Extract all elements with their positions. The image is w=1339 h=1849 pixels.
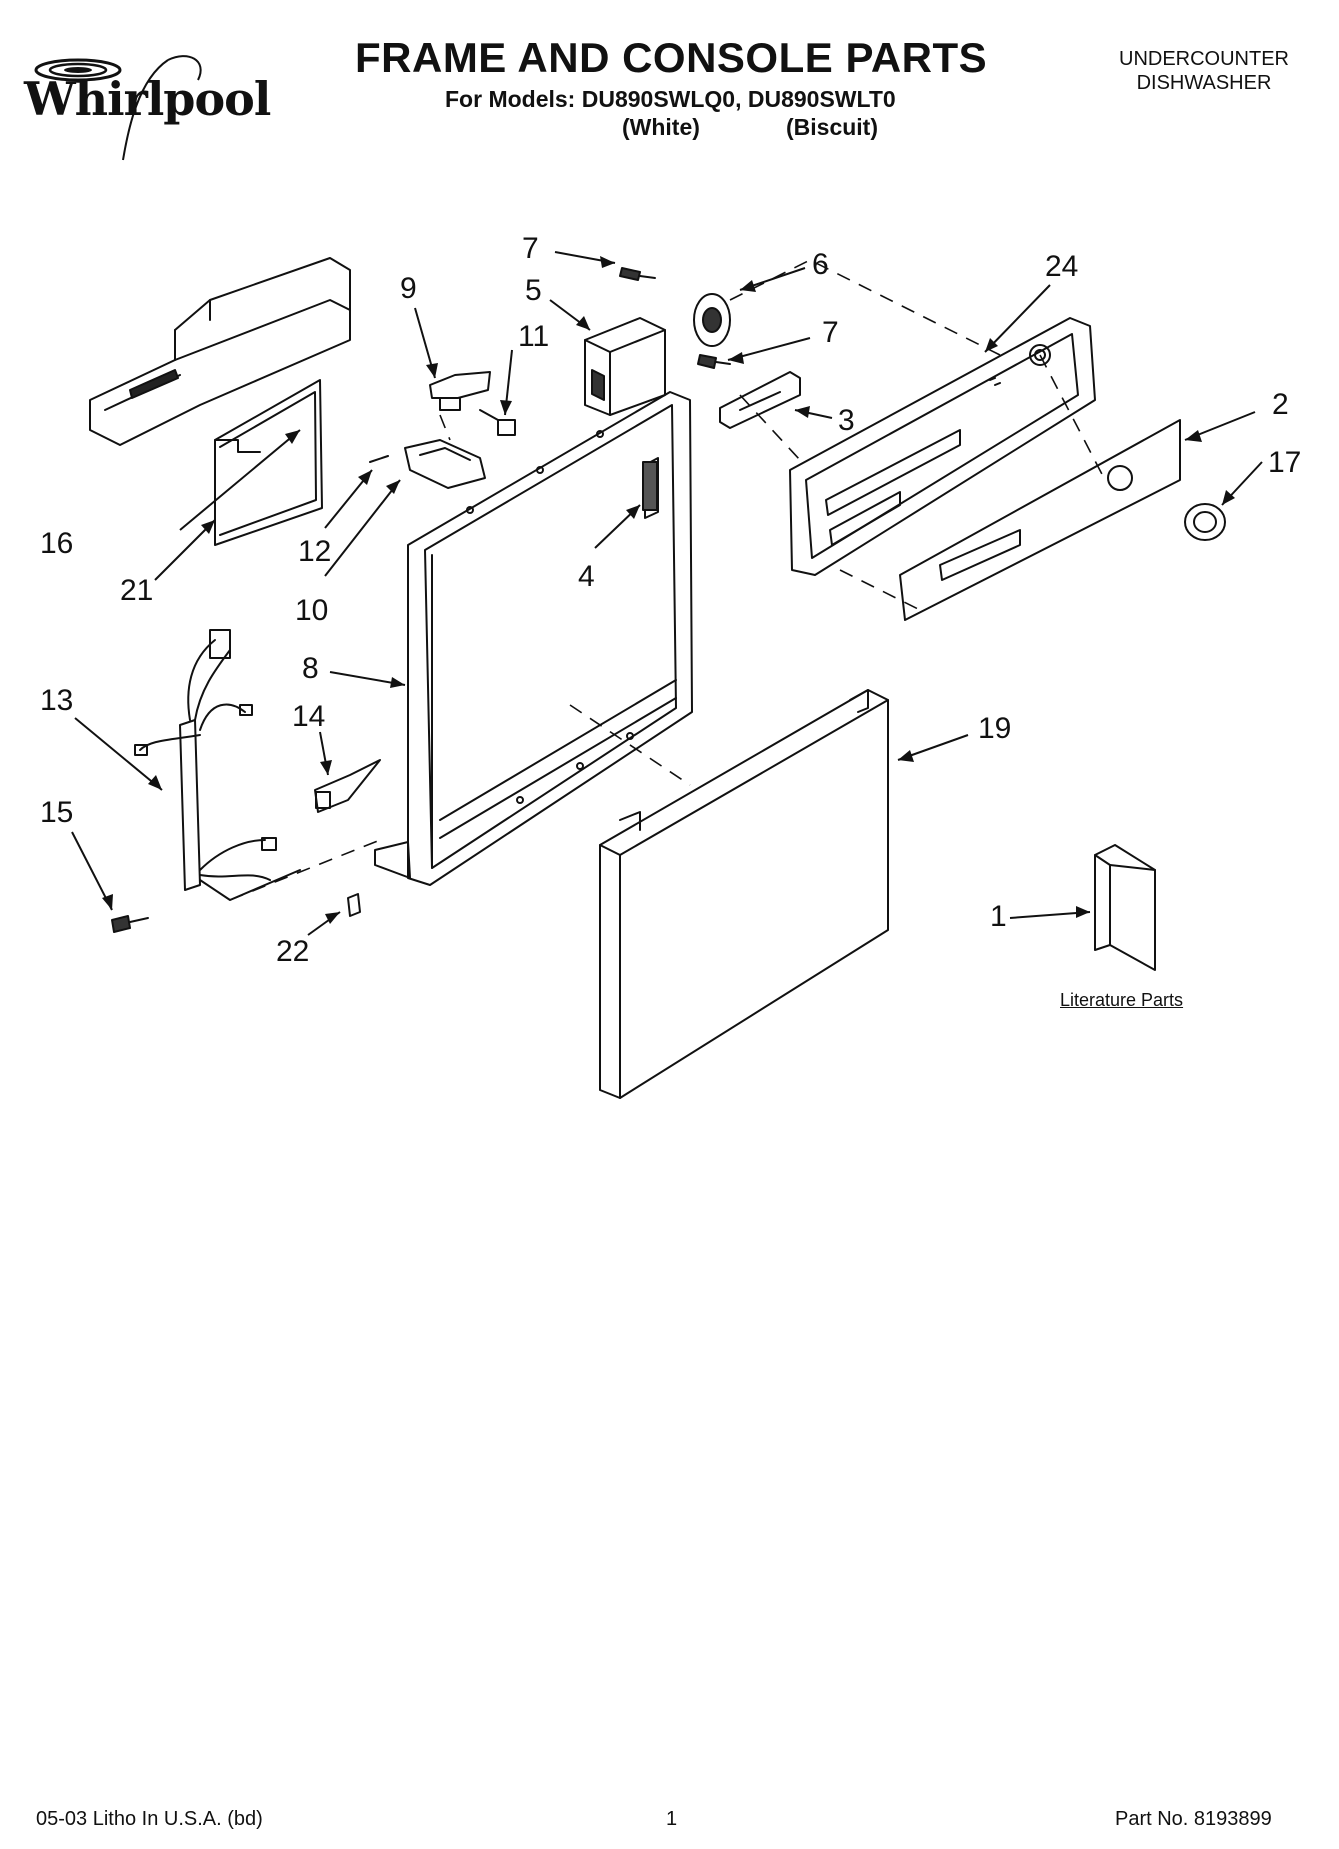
callout-1: 1	[990, 900, 1007, 933]
part-19-panel	[599, 689, 889, 1099]
callout-8: 8	[302, 652, 319, 685]
callout-4: 4	[578, 560, 595, 593]
callout-2: 2	[1272, 388, 1289, 421]
part-14-thermistor	[314, 759, 381, 813]
color-biscuit-label: (Biscuit)	[786, 114, 878, 140]
literature-parts-label: Literature Parts	[1060, 990, 1184, 1010]
footer-litho: 05-03 Litho In U.S.A. (bd)	[36, 1808, 263, 1830]
part-3-bracket	[719, 371, 801, 429]
part-7-screw-mid	[697, 354, 731, 369]
product-type-line1: UNDERCOUNTER	[1119, 48, 1289, 70]
product-type-line2: DISHWASHER	[1136, 72, 1272, 94]
callout-6: 6	[812, 248, 829, 281]
callout-3: 3	[838, 404, 855, 437]
part-1-literature	[1094, 844, 1156, 971]
page-title: FRAME AND CONSOLE PARTS	[355, 34, 988, 81]
part-6-cam	[693, 293, 731, 347]
callout-7-mid: 7	[822, 316, 839, 349]
part-24-console	[789, 317, 1096, 576]
part-22-clip	[347, 893, 361, 917]
part-21-insulation	[214, 379, 323, 546]
callout-13: 13	[40, 684, 74, 717]
callout-9: 9	[400, 272, 417, 305]
callout-11: 11	[518, 320, 550, 353]
part-16-control-housing	[89, 257, 351, 446]
logo-wordmark: Whirlpool	[24, 72, 271, 126]
callout-14: 14	[292, 700, 326, 733]
footer-part-number: Part No. 8193899	[1115, 1808, 1272, 1830]
callout-12: 12	[298, 535, 332, 568]
footer-page-number: 1	[666, 1808, 678, 1830]
part-13-harness	[134, 629, 301, 901]
logo-swirl-icon	[34, 55, 202, 161]
part-4-latch	[642, 461, 658, 511]
callout-17: 17	[1268, 446, 1302, 479]
callout-7-top: 7	[522, 232, 539, 265]
callout-21: 21	[120, 574, 154, 607]
callout-24: 24	[1045, 250, 1079, 283]
callout-15: 15	[40, 796, 74, 829]
part-17-knob	[1184, 503, 1226, 541]
models-line: For Models: DU890SWLQ0, DU890SWLT0	[445, 86, 896, 112]
color-white-label: (White)	[622, 114, 700, 140]
part-8-frame	[374, 391, 693, 886]
part-7-screw-top	[619, 267, 656, 281]
part-9-switch	[429, 371, 491, 411]
callout-5: 5	[525, 274, 542, 307]
part-5-timer	[584, 317, 666, 416]
callout-22: 22	[276, 935, 310, 968]
part-10-bracket	[404, 439, 486, 489]
part-11-connector	[479, 409, 516, 436]
whirlpool-logo: Whirlpool	[18, 40, 271, 170]
part-15-screw	[111, 915, 149, 933]
callout-10: 10	[295, 594, 329, 627]
callout-16: 16	[40, 527, 74, 560]
part-12-gasket	[369, 455, 389, 463]
callout-19: 19	[978, 712, 1012, 745]
part-2-overlay	[899, 419, 1181, 621]
